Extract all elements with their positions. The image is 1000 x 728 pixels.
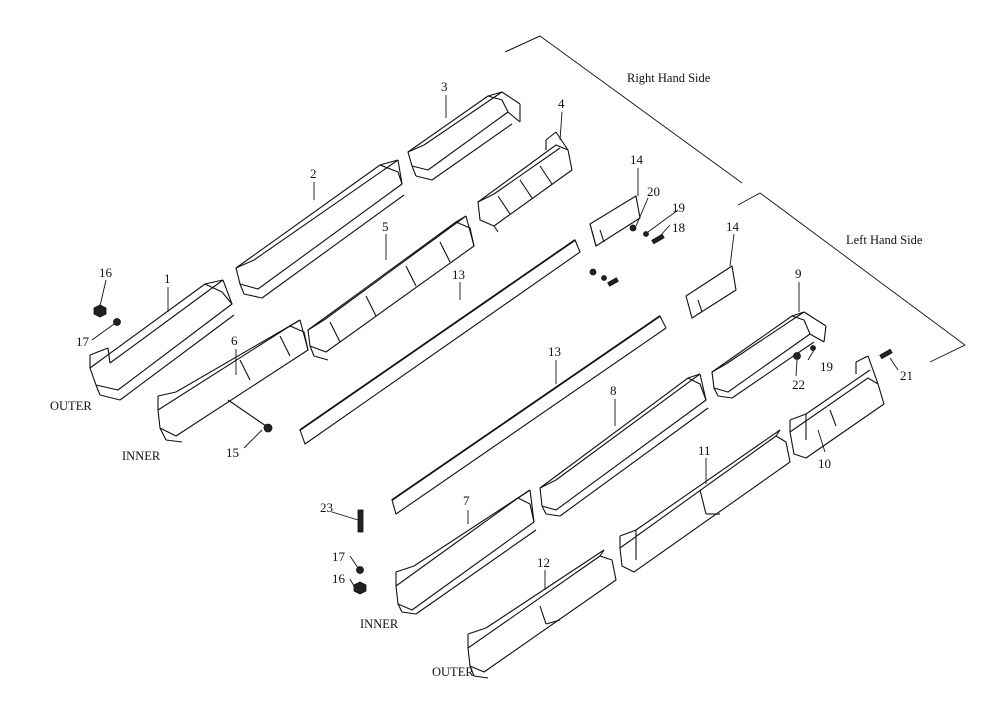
plate-nut-a — [589, 268, 597, 276]
callout-16-top: 16 — [99, 265, 113, 280]
part-21-bolt — [879, 348, 893, 360]
callout-23: 23 — [320, 500, 333, 515]
part-19-washer-a — [643, 231, 649, 237]
part-10-bracket-rail — [789, 355, 885, 459]
part-8-rail — [539, 373, 709, 517]
inner-label-top: INNER — [122, 449, 161, 463]
inner-label-bottom: INNER — [360, 617, 399, 631]
part-22-nut — [793, 352, 801, 360]
part-7-rail — [395, 489, 537, 615]
outer-label-top: OUTER — [50, 399, 92, 413]
part-6-bracket-rail — [157, 319, 309, 443]
part-2-rail — [235, 159, 405, 299]
callout-3: 3 — [441, 79, 448, 94]
part-13-upper-plate — [299, 239, 581, 445]
leader-lines — [91, 95, 899, 590]
callout-20: 20 — [647, 184, 660, 199]
callout-21: 21 — [900, 368, 913, 383]
callout-14-upper: 14 — [630, 152, 644, 167]
part-4-bracket-rail — [477, 131, 573, 233]
callout-5: 5 — [382, 219, 389, 234]
callout-14-lower: 14 — [726, 219, 740, 234]
callout-17-bottom: 17 — [332, 549, 346, 564]
part-19-washer-b — [810, 345, 816, 351]
callout-13-upper: 13 — [452, 267, 465, 282]
left-hand-side-label: Left Hand Side — [846, 233, 923, 247]
part-3-rail — [407, 91, 521, 181]
part-15-bolt-head — [263, 423, 273, 433]
callout-19-lower: 19 — [820, 359, 833, 374]
callout-4: 4 — [558, 96, 565, 111]
part-1-rail — [89, 279, 235, 401]
callout-22: 22 — [792, 377, 805, 392]
part-14-lower-shim — [685, 265, 737, 319]
hardware — [93, 224, 893, 595]
part-11-channel-rail — [619, 429, 791, 573]
part-13-lower-plate — [391, 315, 667, 515]
callout-10: 10 — [818, 456, 831, 471]
callout-16-bottom: 16 — [332, 571, 346, 586]
callout-15: 15 — [226, 445, 239, 460]
right-hand-side-label: Right Hand Side — [627, 71, 711, 85]
callout-2: 2 — [310, 166, 317, 181]
callout-1: 1 — [164, 271, 171, 286]
part-18-bolt — [651, 233, 665, 245]
plate-nut-b — [601, 275, 607, 281]
part-16-nut-bottom — [353, 581, 367, 595]
callout-19-upper: 19 — [672, 200, 685, 215]
part-17-washer-top — [113, 318, 121, 326]
part-14-upper-shim — [589, 195, 641, 247]
part-15-bolt — [227, 399, 267, 427]
callout-13-lower: 13 — [548, 344, 561, 359]
callout-6: 6 — [231, 333, 238, 348]
callout-18: 18 — [672, 220, 685, 235]
callout-12: 12 — [537, 555, 550, 570]
part-23-bolt — [357, 509, 364, 533]
part-20-washer — [629, 224, 637, 232]
callout-17-top: 17 — [76, 334, 90, 349]
left-hand-side-bracket — [737, 192, 966, 363]
part-16-nut-top — [93, 304, 107, 318]
callout-8: 8 — [610, 383, 617, 398]
plate-bolt — [607, 277, 619, 287]
part-5-bracket-rail — [307, 215, 475, 361]
right-hand-side-bracket — [504, 35, 743, 184]
part-17-washer-bottom — [356, 566, 364, 574]
part-9-rail — [711, 311, 827, 399]
outer-label-bottom: OUTER — [432, 665, 474, 679]
callout-11: 11 — [698, 443, 711, 458]
callout-9: 9 — [795, 266, 802, 281]
callout-7: 7 — [463, 493, 470, 508]
